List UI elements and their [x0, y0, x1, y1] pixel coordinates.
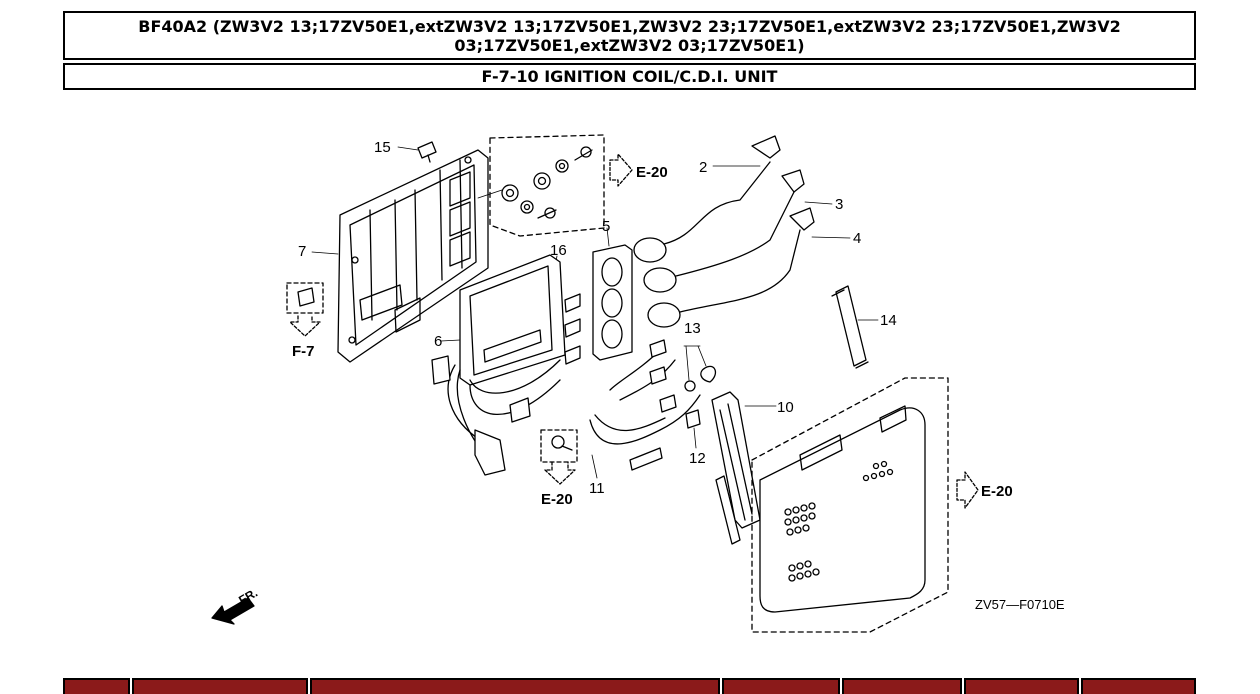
- cdi-cover: [751, 377, 979, 633]
- callout-2: 2: [699, 159, 707, 176]
- callout-14: 14: [880, 312, 897, 329]
- f7-clip-group: [286, 282, 324, 337]
- nav-cell-6[interactable]: [964, 678, 1079, 694]
- callout-12: 12: [689, 450, 706, 467]
- grommet-bolt-group: [477, 134, 633, 237]
- section-title: F-7-10 IGNITION COIL/C.D.I. UNIT: [481, 67, 778, 86]
- part-5-coil-holder: [592, 227, 633, 361]
- part-11-sub-harness: [589, 339, 701, 479]
- nav-cell-5[interactable]: [842, 678, 962, 694]
- nav-cell-2[interactable]: [132, 678, 308, 694]
- callout-13: 13: [684, 320, 701, 337]
- callout-5: 5: [602, 218, 610, 235]
- ref-e20-bottom: E-20: [541, 491, 573, 508]
- callout-7: 7: [298, 243, 306, 260]
- ref-e20-top: E-20: [636, 164, 668, 181]
- part-15-clip: [397, 141, 437, 163]
- part-13-clamps: [683, 345, 717, 392]
- nav-cell-1[interactable]: [63, 678, 130, 694]
- ignition-coils: [633, 135, 851, 328]
- nav-cell-7[interactable]: [1081, 678, 1196, 694]
- nav-cell-4[interactable]: [722, 678, 840, 694]
- callout-3: 3: [835, 196, 843, 213]
- part-14-bracket: [831, 285, 879, 369]
- ref-e20-right: E-20: [981, 483, 1013, 500]
- callout-16: 16: [550, 242, 567, 259]
- nav-cell-3[interactable]: [310, 678, 720, 694]
- part-7-holder-plate: [337, 149, 489, 363]
- model-header: BF40A2 (ZW3V2 13;17ZV50E1,extZW3V2 13;17…: [63, 11, 1196, 60]
- front-arrow-icon: [211, 597, 255, 625]
- callout-6: 6: [434, 333, 442, 350]
- ref-f7: F-7: [292, 343, 315, 360]
- part-6-cdi-unit: [431, 254, 581, 476]
- model-title-line2: 03;17ZV50E1,extZW3V2 03;17ZV50E1): [454, 36, 805, 55]
- bottom-nav-bar: [0, 676, 1260, 694]
- callout-15: 15: [374, 139, 391, 156]
- callout-4: 4: [853, 230, 861, 247]
- model-title-line1: BF40A2 (ZW3V2 13;17ZV50E1,extZW3V2 13;17…: [138, 17, 1121, 36]
- drawing-code: ZV57—F0710E: [975, 597, 1065, 612]
- bottom-bolt-group: [540, 429, 578, 485]
- callout-11: 11: [589, 480, 605, 497]
- section-header: F-7-10 IGNITION COIL/C.D.I. UNIT: [63, 63, 1196, 90]
- part-12-clip: [685, 409, 701, 449]
- callout-10: 10: [777, 399, 794, 416]
